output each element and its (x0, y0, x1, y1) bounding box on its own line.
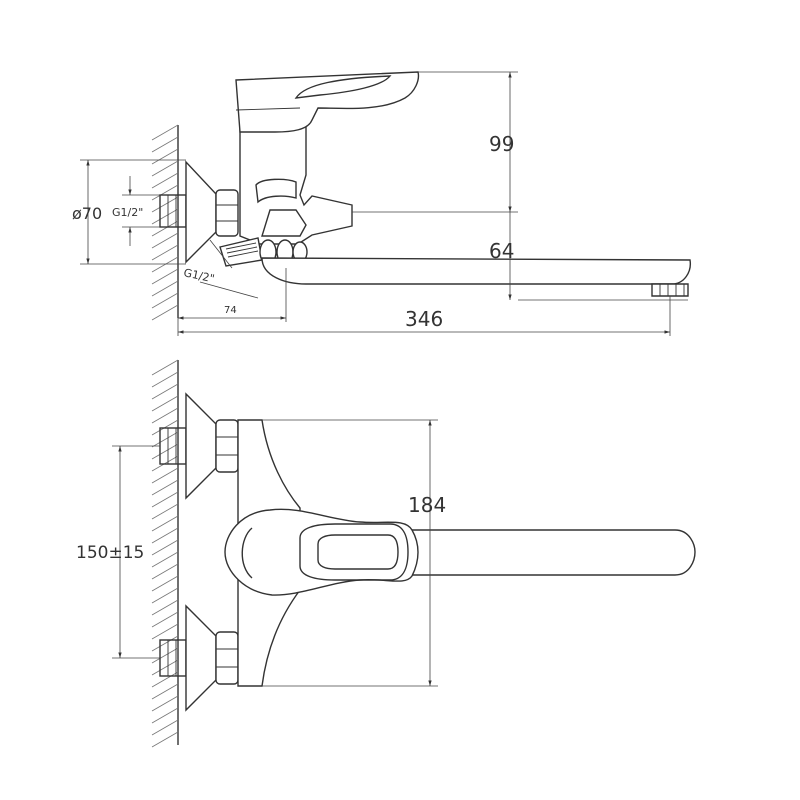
dimension-99: 99 (352, 71, 518, 213)
dimension-flange-diameter: ø70 G1/2" (72, 159, 186, 265)
front-view: 184 150±15 (76, 359, 696, 748)
dimension-64: 64 (489, 212, 688, 301)
lever-handle-side[interactable] (235, 71, 420, 133)
dimension-center-distance: 150±15 (76, 445, 160, 659)
thread-label-wall: G1/2" (112, 206, 143, 219)
diverter-connector (219, 237, 263, 267)
spout-side (261, 257, 691, 285)
dimension-346: 346 (177, 296, 671, 336)
lower-inlet (159, 604, 239, 712)
dimension-184: 184 (262, 419, 446, 687)
dim-label-74: 74 (224, 305, 237, 316)
diverter-thread-callout: G1/2" (182, 239, 259, 299)
dim-label-diameter: ø70 (72, 204, 102, 223)
dim-label-center-distance: 150±15 (76, 543, 144, 563)
dim-label-346: 346 (405, 307, 443, 331)
wall-hatching-top (151, 124, 179, 321)
hex-nut (215, 189, 239, 237)
wall-flange (185, 160, 217, 264)
dimension-74: 74 (178, 268, 287, 322)
dim-label-64: 64 (489, 239, 514, 263)
wall-hatching-bottom (151, 359, 179, 748)
dim-label-184: 184 (408, 493, 446, 517)
dim-label-99: 99 (489, 132, 514, 156)
side-view: 99 64 ø70 G1/2" G1/2" (72, 71, 691, 336)
lever-handle-front[interactable] (224, 508, 419, 596)
thread-label-diverter: G1/2" (182, 266, 215, 285)
upper-inlet (159, 392, 239, 500)
